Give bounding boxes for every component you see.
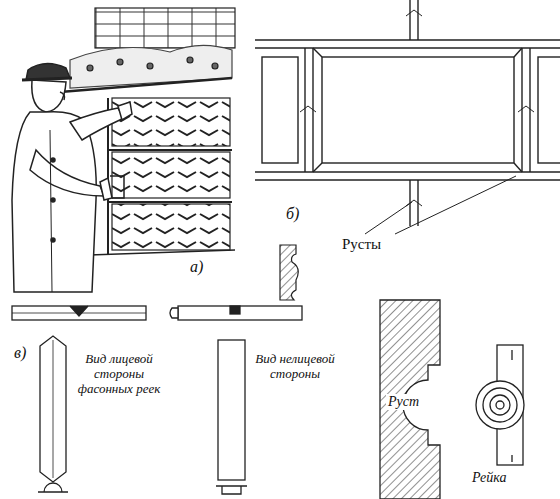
worker-figure xyxy=(12,63,132,292)
worker-figure xyxy=(22,78,72,80)
rust-grid xyxy=(255,179,560,180)
panel-letter: в) xyxy=(12,344,28,362)
wall-panel xyxy=(87,65,93,71)
rail-section xyxy=(483,388,517,422)
rust-grid xyxy=(514,48,522,57)
wall-panel xyxy=(112,98,230,146)
leader-line xyxy=(365,176,516,234)
rust-grid xyxy=(417,0,418,40)
rust-grid xyxy=(406,10,422,206)
wall-panel xyxy=(117,59,123,65)
rail-back-view xyxy=(170,306,302,494)
part-name: Руст xyxy=(386,394,421,410)
wall-panel xyxy=(212,63,218,69)
part-name: Русты xyxy=(340,236,383,253)
rust-grid xyxy=(304,48,305,172)
rust-grid xyxy=(521,48,522,172)
worker-figure xyxy=(70,108,124,140)
rail-section xyxy=(496,401,504,409)
rail-face-view xyxy=(40,336,66,482)
panel-letter: б) xyxy=(284,205,301,223)
worker-figure xyxy=(100,178,112,200)
rust-grid xyxy=(313,48,322,57)
rail-face-view xyxy=(12,306,146,492)
rail-section xyxy=(476,381,524,429)
worker-figure xyxy=(30,150,104,196)
rust-section xyxy=(380,300,440,499)
wall-panel xyxy=(112,204,230,250)
wall-panel xyxy=(70,45,232,88)
rust-grid xyxy=(514,163,522,172)
rail-section xyxy=(476,345,524,465)
part-name: Рейка xyxy=(470,470,508,486)
rust-grid xyxy=(255,39,560,40)
wall-panel xyxy=(95,8,235,48)
rail-section xyxy=(511,350,512,462)
rust-section xyxy=(380,300,440,499)
worker-figure xyxy=(60,92,65,100)
wall-panel xyxy=(60,78,232,92)
leader-line xyxy=(395,176,516,234)
rail-back-view xyxy=(216,486,247,494)
view-caption: Вид лицевой стороны фасонных реек xyxy=(74,352,164,397)
rail-back-view xyxy=(178,306,302,320)
rust-grid xyxy=(255,47,560,48)
rail-back-view xyxy=(230,306,240,314)
rust-grid xyxy=(255,171,560,172)
rail-face-view xyxy=(53,340,54,478)
rust-grid xyxy=(322,57,514,163)
panel-letter: а) xyxy=(188,258,205,276)
rail-face-view xyxy=(12,313,146,314)
worker-figure xyxy=(118,102,132,120)
worker-figure xyxy=(51,198,55,202)
rust-grid xyxy=(409,0,410,40)
rail-face-view xyxy=(70,306,88,316)
rust-profile xyxy=(280,245,298,300)
wall-panel xyxy=(187,57,193,63)
rail-section xyxy=(490,395,510,415)
rail-back-view xyxy=(218,340,245,480)
wall-panel xyxy=(147,63,153,69)
view-caption: Вид нелицевой стороны xyxy=(252,352,338,382)
rust-grid xyxy=(255,0,560,226)
rail-face-view xyxy=(12,306,146,320)
worker-figure xyxy=(51,158,55,162)
rust-grid xyxy=(262,57,298,163)
rust-profile xyxy=(280,245,298,300)
rust-grid xyxy=(529,48,530,172)
worker-figure xyxy=(32,80,66,112)
rust-grid xyxy=(300,106,534,112)
wall-panel xyxy=(112,152,230,198)
rust-grid xyxy=(538,57,560,163)
wall-panel xyxy=(108,149,232,151)
worker-figure xyxy=(51,238,55,242)
rail-back-view xyxy=(170,308,178,318)
rail-face-view xyxy=(38,483,68,492)
rust-grid xyxy=(313,163,322,172)
worker-figure xyxy=(110,176,124,198)
wall-panel xyxy=(108,201,232,203)
worker-figure xyxy=(50,130,52,292)
